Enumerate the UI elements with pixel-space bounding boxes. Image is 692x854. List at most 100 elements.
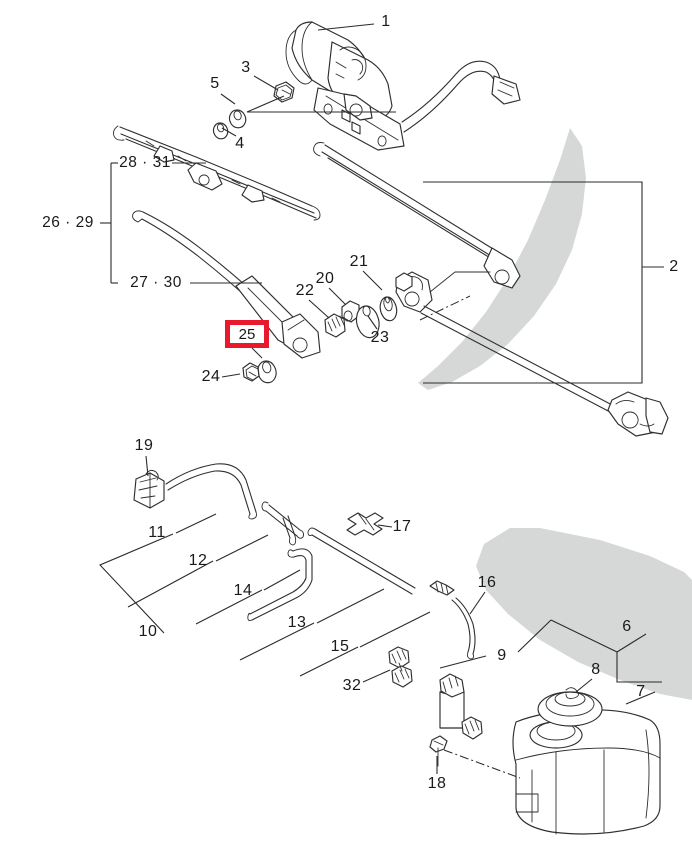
tank-shoulder-line (515, 747, 661, 761)
part-4-washer (212, 122, 229, 140)
tank-foot-notch (515, 793, 539, 813)
bracket-14-line (195, 589, 263, 625)
part-18-screw (429, 735, 448, 753)
bracket-9-line-b (517, 619, 552, 653)
part-5-washer-hole (233, 110, 242, 121)
callout-12: 12 (189, 552, 208, 569)
part-8-cap-inner (554, 691, 586, 707)
part-25-washer (257, 360, 277, 384)
part-22-nut-knurl (327, 315, 345, 332)
leader-4 (221, 127, 237, 137)
part-32-clip-lower (391, 665, 413, 688)
part-9-pump-outlet (461, 716, 483, 740)
upper-glass-shade (418, 128, 586, 390)
callout-13: 13 (288, 614, 307, 631)
bracket-group-labels: 28 · 31 26 · 29 27 · 30 (42, 154, 182, 291)
part-23-washer-hole (362, 305, 371, 317)
callout-4: 4 (235, 135, 244, 152)
link-arm-upper-tip (313, 142, 325, 157)
callout-8: 8 (591, 661, 600, 678)
linkage-pivot-right-bore (621, 411, 639, 429)
part-32-clip-upper-detail (391, 649, 407, 664)
tank-side-edge (645, 729, 650, 819)
part-8-cap-core (565, 687, 579, 699)
leader-20 (328, 287, 346, 305)
part-16-hose-outer (451, 599, 471, 653)
callout-3: 3 (241, 59, 250, 76)
part-9-pump-inlet-ridge (442, 675, 459, 693)
part-2-box (423, 181, 643, 384)
part-4-washer-hole (217, 123, 225, 133)
callout-24: 24 (202, 368, 221, 385)
part-14-hose-inner (249, 554, 307, 615)
callout-20: 20 (316, 270, 335, 287)
part-11-hose-inner (167, 470, 251, 515)
linkage-pivot-left-stud (395, 272, 413, 292)
part-14-hose-end-a (287, 549, 295, 558)
callout-11: 11 (148, 524, 166, 541)
part-19-nozzle-tip (145, 469, 159, 481)
part-12-hose-end-b (296, 529, 305, 539)
wiper-set-brackets (100, 162, 262, 284)
motor-stud-a (341, 109, 351, 123)
linkage-ref-outline (429, 271, 491, 293)
leader-3 (253, 75, 279, 91)
leader-18-dash (443, 749, 521, 779)
part-11-hose-outer (165, 463, 257, 513)
bracket-15-line (299, 646, 359, 677)
callout-7: 7 (636, 683, 645, 700)
callout-21: 21 (350, 253, 369, 270)
motor-can-endcap (285, 29, 313, 85)
hose-group-brackets (99, 513, 431, 677)
part-20-bushing-bore (343, 310, 353, 322)
highlighted-part-callout[interactable]: 25 (225, 320, 269, 359)
leader-32 (362, 669, 391, 683)
part-12-hose-main-2 (265, 510, 298, 537)
shaded-glass-regions (418, 128, 692, 700)
part-8-cap-mid (545, 691, 595, 717)
part-13-hose-end (307, 527, 316, 537)
part-18-screw-head (433, 740, 444, 746)
part-8-cap-outer (537, 691, 603, 727)
bracket-hole-a (323, 103, 333, 115)
washer-tank-assembly (512, 687, 661, 835)
part-16-hose-end (466, 651, 475, 660)
part-12-hose-end-c (288, 535, 297, 546)
part-9-pump-outlet-ridge (464, 719, 480, 735)
part-3-bolt-head (275, 84, 293, 101)
part-12-hose-end-a (261, 501, 269, 512)
linkage-pivot-left-bore (404, 291, 420, 307)
motor-wire-harness (401, 60, 501, 123)
blade-claw-b (231, 179, 281, 203)
bracket-13-line (239, 622, 315, 661)
harness-connector-plug (491, 75, 521, 105)
bracket-hole-b (377, 135, 387, 147)
motor-stud-b (351, 121, 361, 135)
leader-25 (251, 347, 263, 359)
part-32-clip-upper (388, 646, 410, 669)
leader-16 (469, 591, 486, 615)
blade-tip-left (113, 125, 125, 141)
bracket-label-27-30: 27 · 30 (130, 274, 182, 291)
leader-17 (377, 524, 393, 528)
callout-16: 16 (478, 574, 497, 591)
bracket-11-line (175, 513, 217, 534)
part-21-seal (379, 296, 398, 322)
link-arm-upper-c (327, 157, 501, 265)
part-25-washer-hole (262, 361, 272, 374)
bracket-7-leader (625, 691, 656, 705)
callout-10: 10 (139, 623, 158, 640)
blade-rubber-edge (125, 138, 317, 219)
bracket-label-28-31: 28 · 31 (119, 154, 171, 171)
wiper-linkage-assembly (313, 142, 669, 437)
gear-housing-detail-2 (351, 59, 364, 75)
bracket-9-line (439, 655, 487, 669)
bracket-13-line-b (316, 588, 385, 624)
linkage-alignment-dash (419, 295, 471, 321)
part-12-hose-branch-2 (287, 515, 296, 537)
callout-15: 15 (331, 638, 350, 655)
part-17-cross-connector (346, 512, 384, 536)
link-arm-upper-head-bore (494, 269, 510, 285)
blade-yoke-pivot (198, 174, 210, 186)
callout-22: 22 (296, 282, 315, 299)
